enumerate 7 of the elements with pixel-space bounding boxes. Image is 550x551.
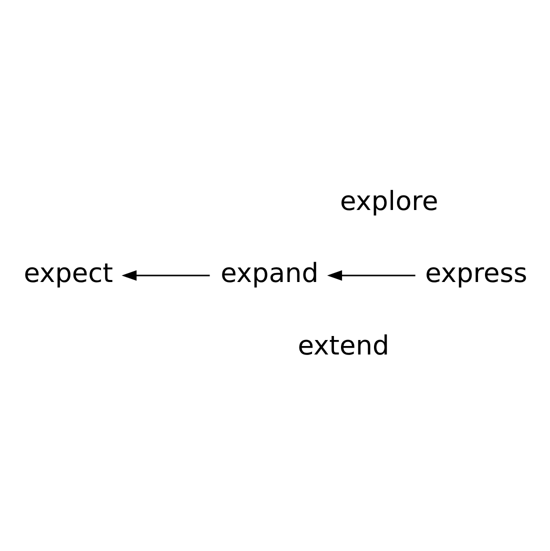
arrow	[122, 270, 210, 281]
node-text: expect	[24, 258, 114, 290]
node-text: extend	[298, 330, 390, 362]
node-text: explore	[340, 186, 438, 218]
node-text: expand	[220, 258, 319, 290]
arrow	[327, 270, 416, 281]
node-text: express	[425, 258, 528, 290]
